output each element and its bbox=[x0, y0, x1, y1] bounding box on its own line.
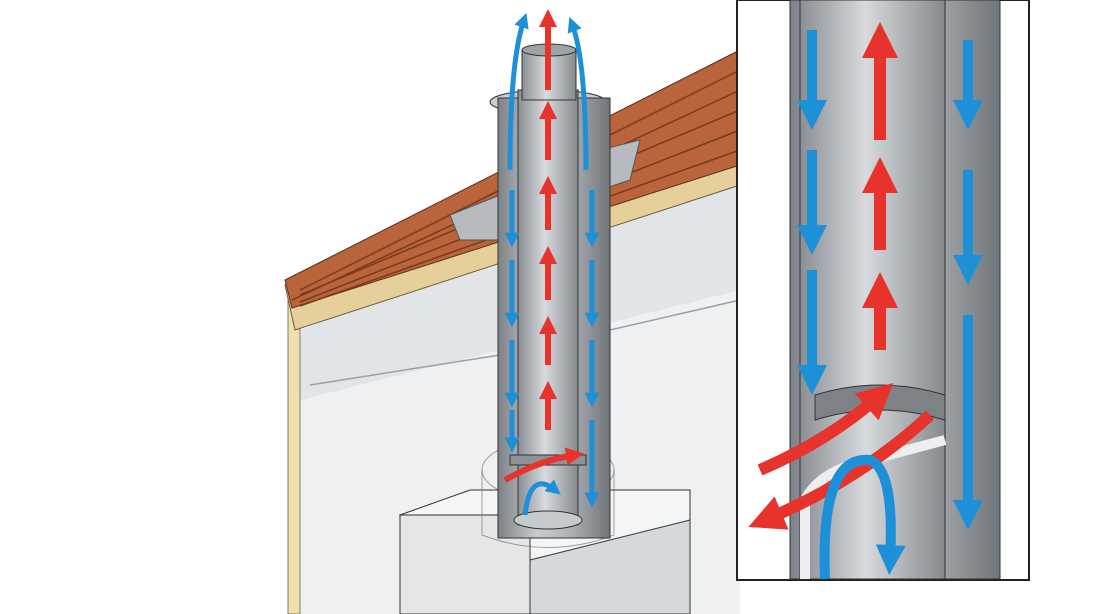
intake-arrows bbox=[504, 12, 600, 516]
intake-arrow-down bbox=[522, 479, 561, 516]
intake-arrow-up bbox=[567, 17, 589, 171]
intake-arrow-down bbox=[819, 454, 906, 580]
exhaust-arrows bbox=[503, 9, 584, 483]
intake-arrow-up bbox=[507, 12, 529, 171]
exhaust-arrow-out bbox=[748, 410, 935, 530]
exhaust-arrow-up bbox=[757, 382, 894, 476]
fascia-board bbox=[287, 299, 301, 614]
detail-inset bbox=[736, 0, 1030, 581]
exhaust-arrow-up bbox=[503, 447, 584, 483]
